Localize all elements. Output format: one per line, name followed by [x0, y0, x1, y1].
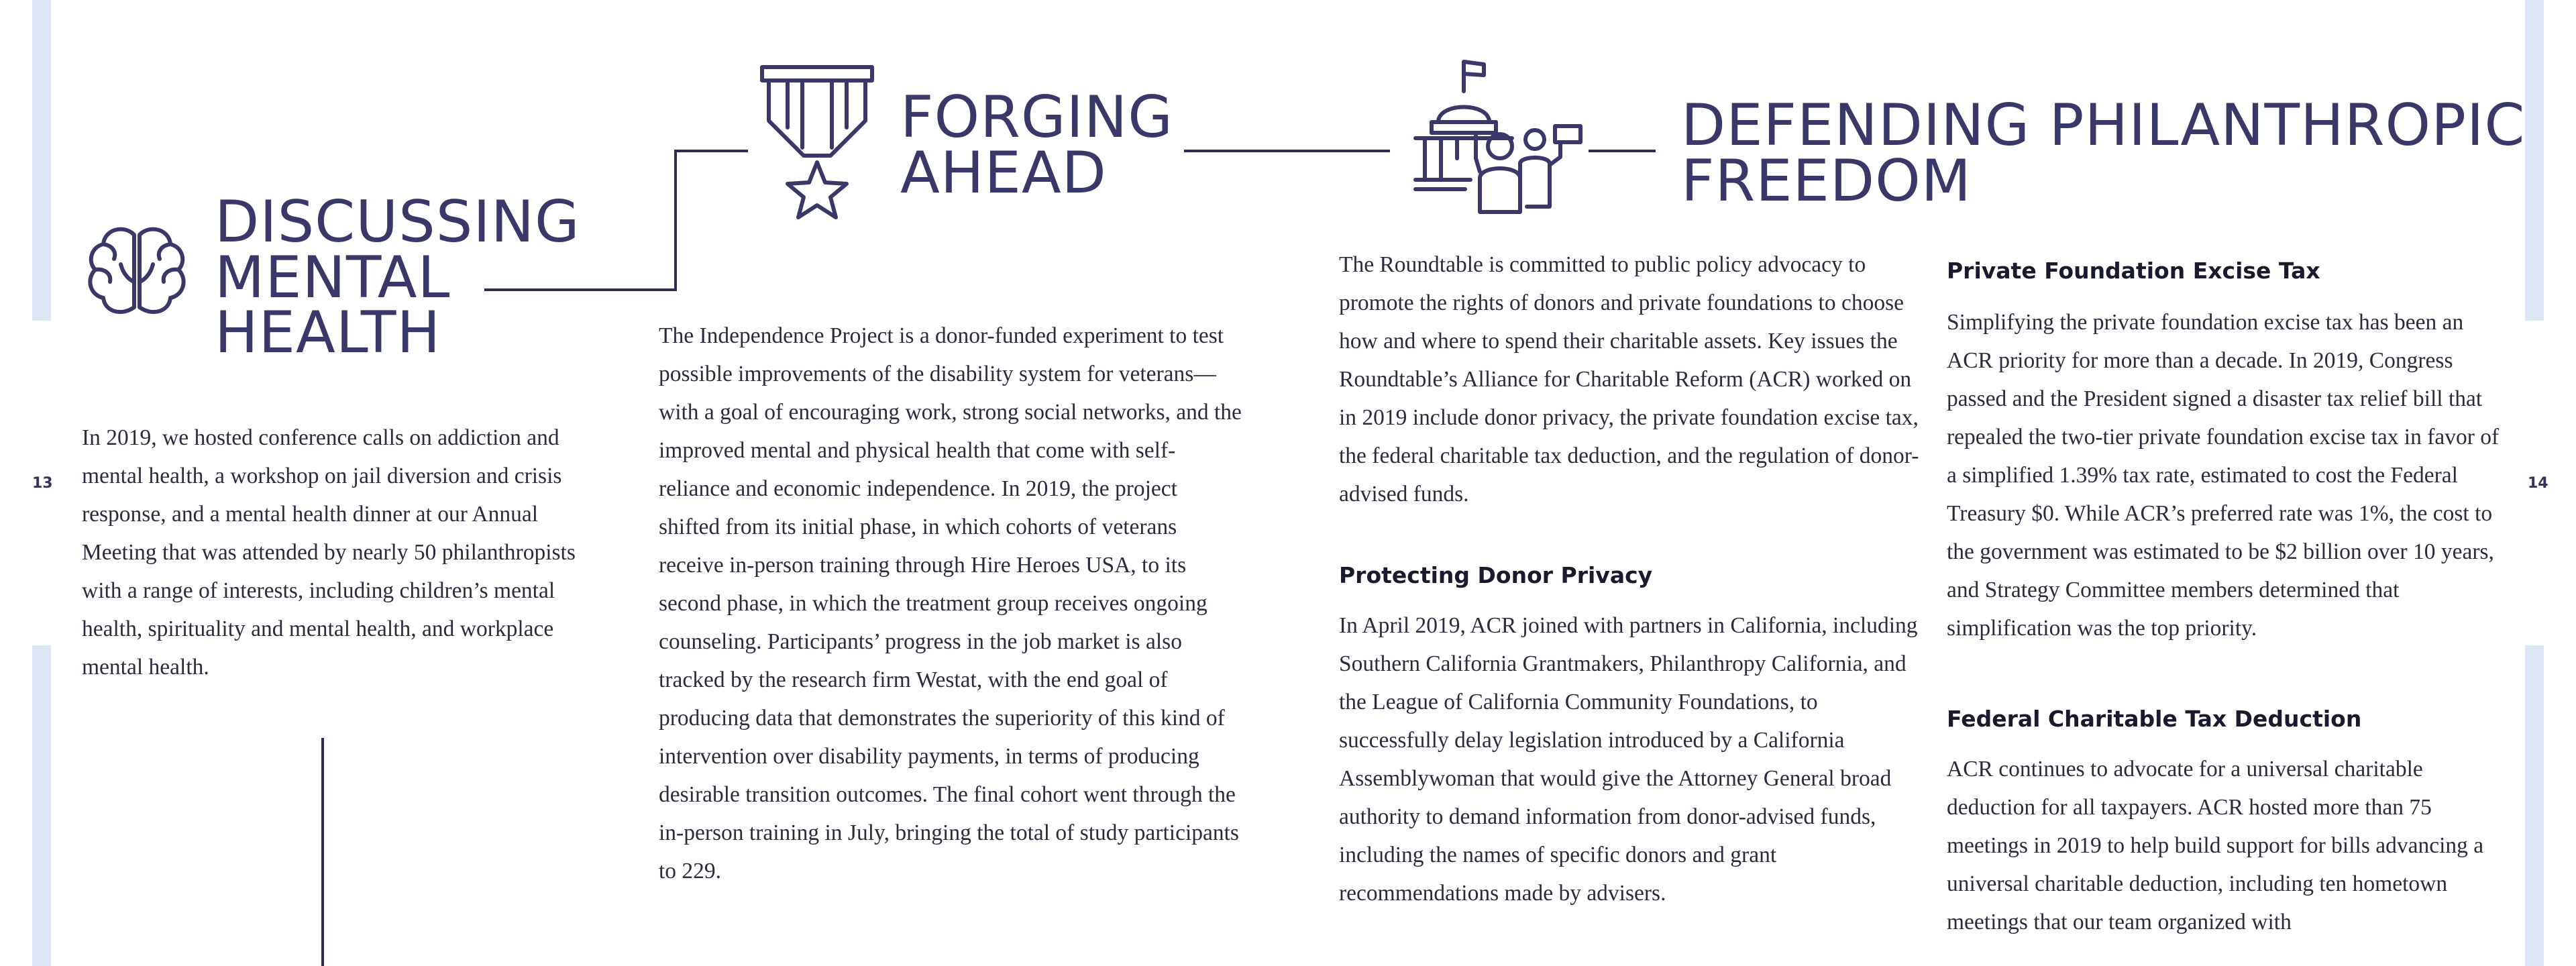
- forging-ahead-body: The Independence Project is a donor-fund…: [659, 323, 1242, 883]
- mental-health-heading-line-3: HEALTH: [215, 299, 441, 367]
- brain-icon: [88, 227, 186, 315]
- medal-icon: [760, 65, 874, 219]
- tax-deduction-heading: Federal Charitable Tax Deduction: [1947, 706, 2362, 732]
- right-edge-bar-top: [2525, 0, 2544, 321]
- donor-privacy-heading: Protecting Donor Privacy: [1339, 562, 1653, 588]
- connector-line-horizontal-4: [1589, 150, 1656, 152]
- connector-line-vertical-2: [321, 738, 324, 966]
- donor-privacy-body: In April 2019, ACR joined with partners …: [1339, 613, 1918, 906]
- forging-ahead-heading-line-1: FORGING: [900, 84, 1173, 151]
- mental-health-heading-line-1: DISCUSSING: [215, 189, 580, 256]
- forging-ahead-heading-line-2: AHEAD: [900, 139, 1107, 207]
- capitol-people-icon: [1413, 60, 1582, 214]
- tax-deduction-body: ACR continues to advocate for a universa…: [1947, 757, 2484, 934]
- connector-line-horizontal-2: [674, 150, 748, 152]
- left-edge-bar-bottom: [32, 645, 51, 966]
- philanthropic-freedom-intro: The Roundtable is committed to public po…: [1339, 252, 1919, 506]
- connector-line-horizontal-3: [1184, 150, 1390, 152]
- connector-line-vertical-1: [674, 150, 677, 291]
- page-number-left: 13: [32, 475, 53, 492]
- mental-health-heading-line-2: MENTAL: [215, 244, 451, 311]
- page-number-right: 14: [2528, 475, 2548, 492]
- mental-health-heading: DISCUSSING MENTAL HEALTH: [215, 193, 580, 362]
- philanthropic-freedom-heading-line-1: DEFENDING PHILANTHROPIC: [1681, 92, 2526, 159]
- excise-tax-body: Simplifying the private foundation excis…: [1947, 310, 2500, 641]
- left-edge-bar-top: [32, 0, 51, 321]
- right-edge-bar-bottom: [2525, 645, 2544, 966]
- philanthropic-freedom-heading-line-2: FREEDOM: [1681, 147, 1972, 215]
- excise-tax-heading: Private Foundation Excise Tax: [1947, 258, 2320, 284]
- forging-ahead-heading: FORGING AHEAD: [900, 89, 1173, 202]
- mental-health-body: In 2019, we hosted conference calls on a…: [82, 425, 576, 680]
- philanthropic-freedom-heading: DEFENDING PHILANTHROPIC FREEDOM: [1681, 97, 2525, 210]
- connector-line-horizontal-1: [484, 288, 676, 291]
